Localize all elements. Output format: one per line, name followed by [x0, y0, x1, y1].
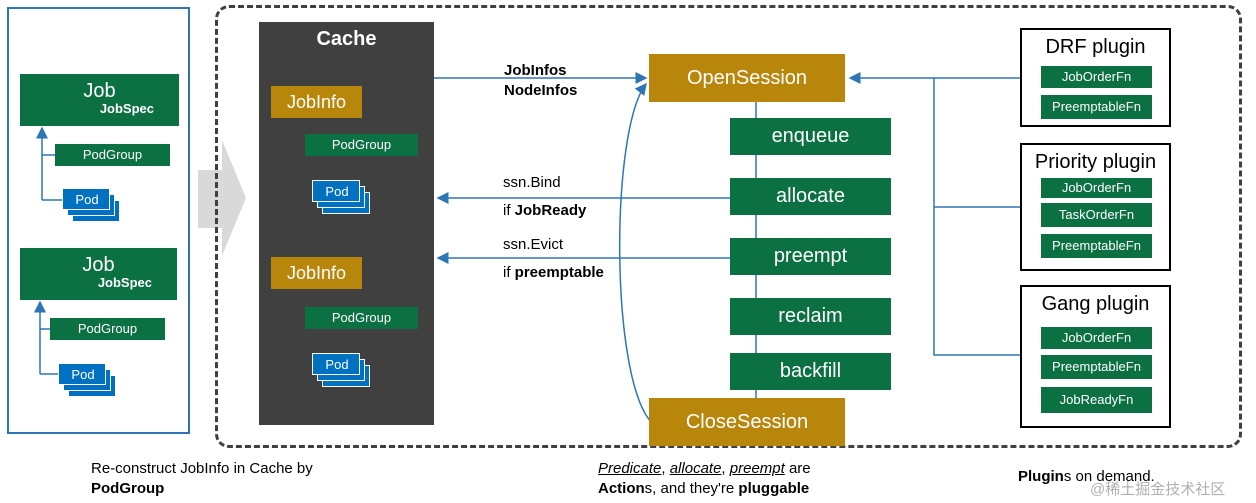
job-title: Job: [83, 80, 116, 102]
fn-joborderfn: JobOrderFn: [1041, 66, 1152, 88]
fn-joborderfn: JobOrderFn: [1041, 178, 1152, 198]
nodeinfos-label: NodeInfos: [504, 82, 578, 99]
bind-condition: if JobReady: [503, 202, 587, 219]
jobinfos-label: JobInfos: [504, 62, 567, 79]
job-box: Job JobSpec: [20, 74, 179, 126]
podgroup-box: PodGroup: [55, 144, 170, 166]
close-session-box: CloseSession: [649, 398, 845, 446]
bind-label: ssn.Bind: [503, 174, 561, 191]
fn-preemptablefn: PreemptableFn: [1041, 95, 1152, 119]
evict-condition: if preemptable: [503, 264, 604, 281]
fn-preemptablefn: PreemptableFn: [1041, 355, 1152, 379]
fn-taskorderfn: TaskOrderFn: [1041, 203, 1152, 227]
open-session-box: OpenSession: [649, 54, 845, 102]
job-source-panel: [7, 7, 190, 434]
plugin-bus: [933, 77, 1020, 356]
podgroup-box: PodGroup: [305, 134, 418, 156]
watermark: @稀土掘金技术社区: [1090, 481, 1226, 498]
left-caption-line2: PodGroup: [91, 480, 165, 497]
podgroup-box: PodGroup: [305, 307, 418, 329]
fn-jobreadyfn: JobReadyFn: [1041, 387, 1152, 413]
jobinfo-box: JobInfo: [271, 86, 362, 118]
pod-stack: Pod: [312, 180, 370, 216]
job-title: Job: [82, 254, 115, 276]
evict-label: ssn.Evict: [503, 236, 564, 253]
pod-stack: Pod: [58, 363, 116, 399]
scheduler-boundary: [215, 5, 1242, 448]
fn-preemptablefn: PreemptableFn: [1041, 234, 1152, 258]
plugins-caption: Plugins on demand.: [1018, 468, 1155, 485]
plugin-title: DRF plugin: [1045, 36, 1146, 58]
job-box: Job JobSpec: [20, 248, 177, 300]
pod-stack: Pod: [62, 188, 120, 224]
action-backfill: backfill: [730, 353, 891, 390]
left-caption: Re-construct JobInfo in Cache by PodGrou…: [91, 459, 391, 499]
pod-label: Pod: [71, 367, 95, 382]
pod-stack: Pod: [312, 353, 370, 389]
jobspec-label: JobSpec: [97, 275, 152, 290]
plugin-title: Priority plugin: [1034, 151, 1157, 173]
fn-joborderfn: JobOrderFn: [1041, 327, 1152, 349]
action-reclaim: reclaim: [730, 298, 891, 335]
action-allocate: allocate: [730, 178, 891, 215]
action-enqueue: enqueue: [730, 118, 891, 155]
podgroup-box: PodGroup: [50, 318, 165, 340]
flow-chevron: [198, 140, 246, 256]
left-caption-line1: Re-construct JobInfo in Cache by: [91, 460, 313, 477]
pod-label: Pod: [75, 192, 99, 207]
action-preempt: preempt: [730, 238, 891, 275]
jobinfo-box: JobInfo: [271, 257, 362, 289]
cache-title: Cache: [316, 28, 377, 50]
session-caption: Predicate, allocate, preempt are Actions…: [598, 460, 811, 497]
pod-label: Pod: [325, 357, 349, 372]
jobspec-label: JobSpec: [99, 101, 154, 116]
plugin-title: Gang plugin: [1041, 293, 1150, 315]
arrow-loop: [619, 82, 653, 424]
pod-label: Pod: [325, 184, 349, 199]
